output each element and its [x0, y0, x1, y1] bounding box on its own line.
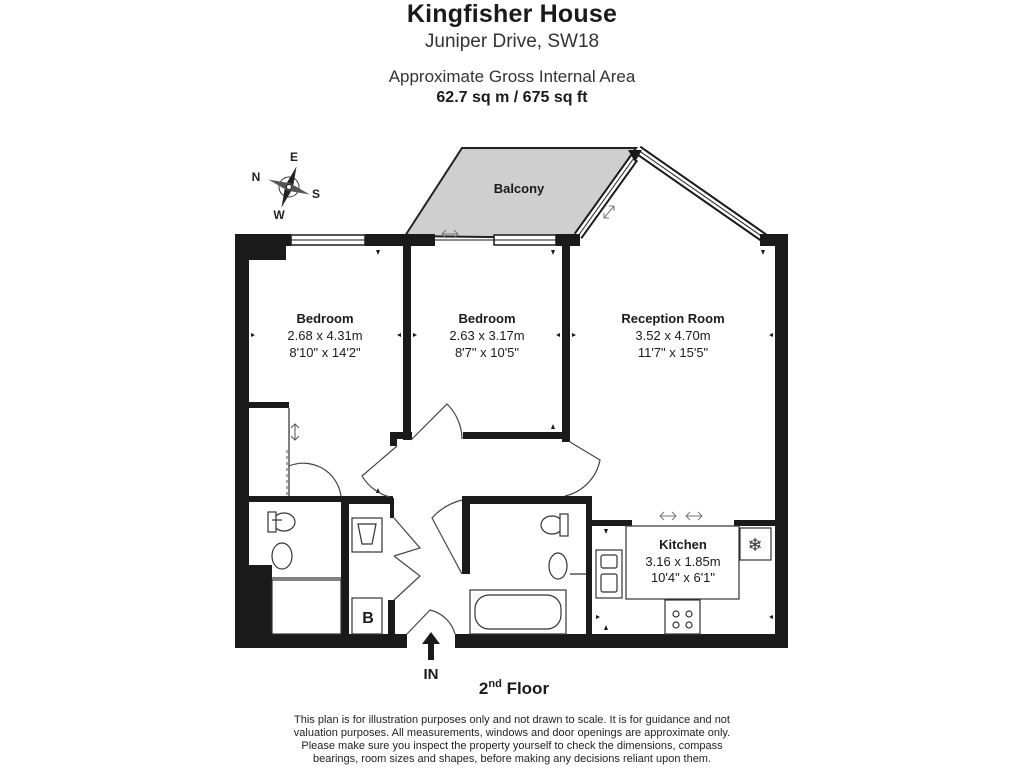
property-address: Juniper Drive, SW18: [424, 31, 600, 52]
floor-label: 2nd Floor: [479, 678, 550, 698]
bedroom2-metric: 2.63 x 3.17m: [449, 328, 524, 343]
balcony-door-arrows: [441, 205, 615, 239]
property-title: Kingfisher House: [406, 0, 618, 28]
bedroom1-metric: 2.68 x 4.31m: [287, 328, 362, 343]
reception-name: Reception Room: [621, 311, 724, 326]
reception-metric: 3.52 x 4.70m: [635, 328, 710, 343]
kitchen-metric: 3.16 x 1.85m: [645, 554, 720, 569]
fridge-freezer-icon: ❄: [747, 535, 762, 555]
disclaimer-line: valuation purposes. All measurements, wi…: [293, 727, 731, 739]
kitchen-name: Kitchen: [659, 537, 707, 552]
area-value: 62.7 sq m / 675 sq ft: [436, 89, 588, 106]
angled-window: [573, 145, 773, 247]
boiler-label: B: [362, 610, 374, 627]
disclaimer-line: This plan is for illustration purposes o…: [294, 714, 730, 726]
door-swings: [288, 403, 601, 635]
disclaimer: This plan is for illustration purposes o…: [262, 714, 762, 766]
bedroom2-name: Bedroom: [458, 311, 515, 326]
windows-top: [290, 234, 557, 246]
compass-e: E: [290, 150, 298, 164]
bathroom1-fittings: [267, 511, 342, 635]
disclaimer-line: Please make sure you inspect the propert…: [301, 740, 723, 752]
area-label: Approximate Gross Internal Area: [388, 67, 636, 86]
bedroom2-imperial: 8'7" x 10'5": [455, 345, 519, 360]
wall-corner: [628, 150, 642, 162]
dimension-ticks: [251, 250, 773, 630]
compass-n: N: [252, 170, 261, 184]
partitions: [272, 408, 586, 579]
wardrobe-rail: [286, 423, 300, 496]
cupboard-fittings: [351, 517, 383, 635]
entrance-arrow-icon: [422, 632, 440, 660]
compass-w: W: [273, 208, 285, 222]
entrance-label: IN: [424, 666, 439, 683]
balcony-label: Balcony: [494, 181, 545, 196]
bedroom1-imperial: 8'10" x 14'2": [289, 345, 361, 360]
disclaimer-line: bearings, room sizes and shapes, before …: [312, 753, 712, 765]
bedroom1-name: Bedroom: [296, 311, 353, 326]
kitchen-fittings: [595, 525, 772, 635]
kitchen-imperial: 10'4" x 6'1": [651, 570, 715, 585]
compass-rose-icon: [268, 166, 310, 208]
walls: [235, 234, 788, 648]
compass-s: S: [312, 187, 320, 201]
bathroom2-fittings: [469, 513, 569, 635]
reception-imperial: 11'7" x 15'5": [638, 345, 709, 360]
kitchen-arrows: [659, 511, 703, 521]
